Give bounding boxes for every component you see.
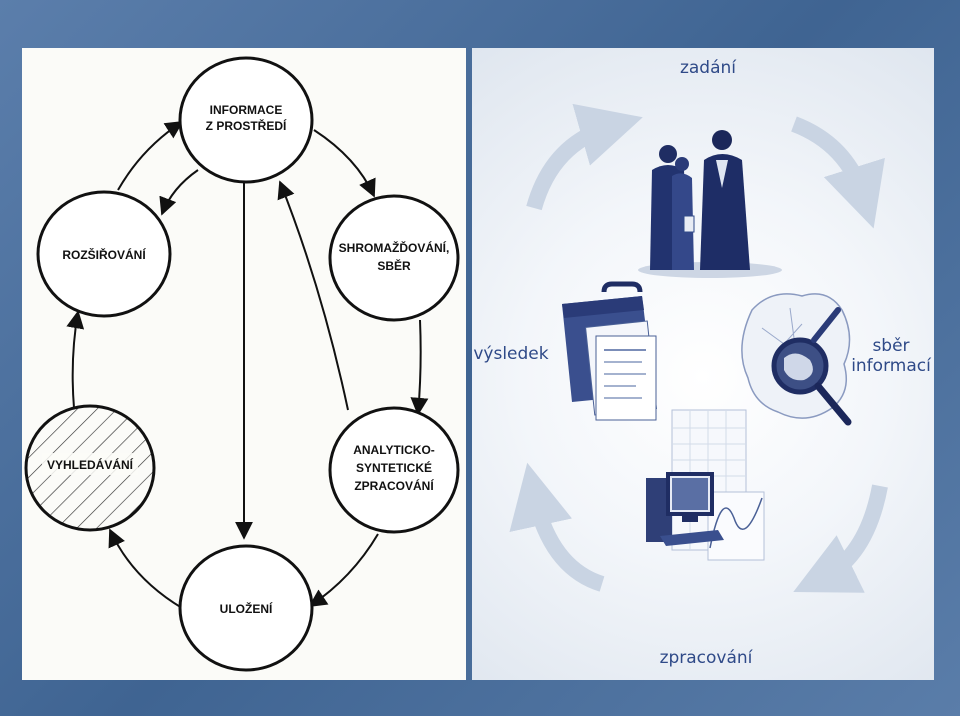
node-informace-line2: Z PROSTŘEDÍ	[206, 118, 287, 133]
label-sber-line1: sběr	[872, 336, 910, 356]
business-people-image	[638, 130, 782, 278]
node-vyhledavani-label: VYHLEDÁVÁNÍ	[47, 457, 134, 472]
node-analyticko-circle	[328, 406, 460, 534]
node-ulozeni-label: ULOŽENÍ	[220, 601, 273, 616]
cycle-arrow-top-left	[526, 103, 643, 211]
arrow-sber-to-analyza	[410, 319, 429, 416]
label-vysledek: výsledek	[473, 344, 549, 364]
process-cycle-illustration	[509, 103, 888, 593]
node-shromazdovani-line2: SBĚR	[377, 258, 411, 273]
node-analyticko-line1: ANALYTICKO-	[353, 443, 435, 457]
cycle-arrow-top-right	[791, 116, 885, 229]
arrow-info-to-rozsirovani	[159, 169, 199, 216]
node-shromazdovani-circle	[328, 194, 460, 322]
computer-chart-image	[646, 409, 765, 561]
label-zadani: zadání	[679, 58, 737, 78]
label-sber-informaci: sběr informací	[848, 336, 934, 376]
arrow-analyza-to-info	[277, 180, 349, 411]
cycle-diagram: INFORMACE Z PROSTŘEDÍ SHROMAŽĎOVÁNÍ, SBĚ…	[24, 56, 460, 672]
label-zpracovani: zpracování	[659, 648, 753, 668]
arrow-rozsirovani-to-info	[117, 121, 184, 191]
arrow-info-to-sber	[313, 129, 376, 198]
arrow-ulozeni-to-vyhledavani	[108, 528, 183, 609]
cycle-arrow-bottom-left	[509, 462, 605, 592]
node-rozsirovani-circle	[36, 190, 172, 318]
label-sber-line2: informací	[851, 356, 931, 376]
node-informace-circle	[178, 56, 314, 184]
left-diagram-panel: INFORMACE Z PROSTŘEDÍ SHROMAŽĎOVÁNÍ, SBĚ…	[22, 48, 466, 680]
arrow-vyhledavani-to-rozsirovani	[66, 310, 85, 409]
map-magnifier-image	[741, 293, 852, 426]
right-illustration-panel: zadání sběr informací výsledek zpracován…	[472, 48, 934, 680]
node-rozsirovani-label: ROZŠIŘOVÁNÍ	[62, 247, 146, 262]
node-ulozeni-circle	[178, 544, 314, 672]
node-informace-line1: INFORMACE	[210, 103, 283, 117]
arrow-analyza-to-ulozeni	[308, 533, 379, 607]
briefcase-documents-image	[562, 281, 657, 421]
cycle-arrow-bottom-right	[793, 484, 888, 593]
node-analyticko-line3: ZPRACOVÁNÍ	[354, 478, 434, 493]
node-analyticko-line2: SYNTETICKÉ	[356, 460, 432, 475]
node-shromazdovani-line1: SHROMAŽĎOVÁNÍ,	[339, 240, 450, 255]
